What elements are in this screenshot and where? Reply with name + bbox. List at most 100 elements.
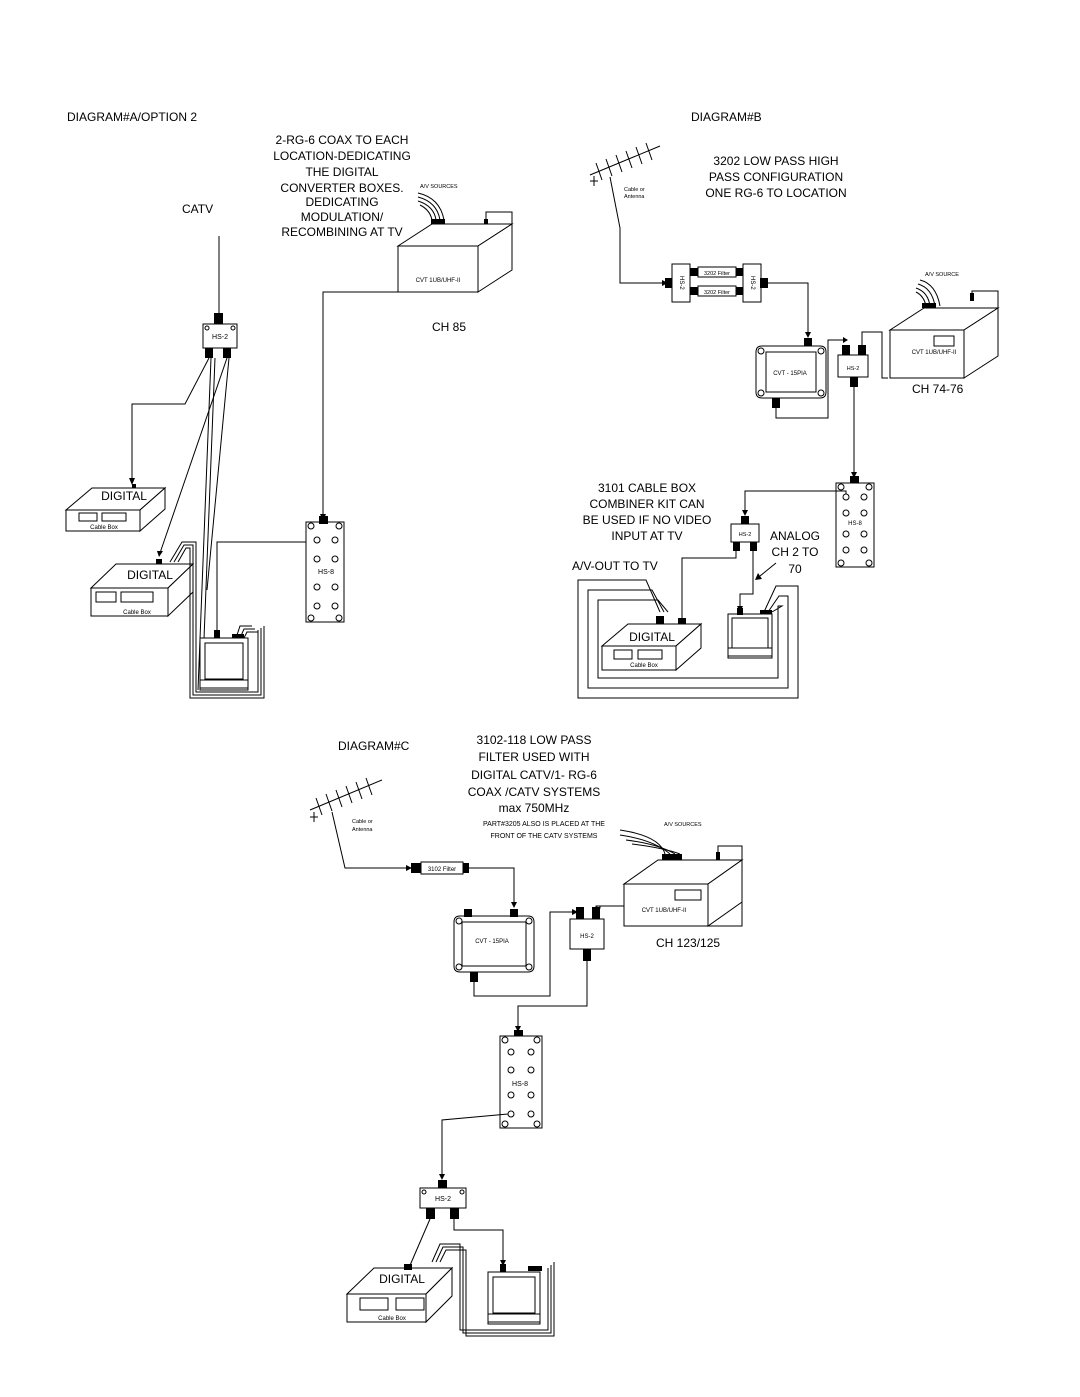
av-cable-bundle — [915, 279, 941, 307]
combiner-note: 3101 CABLE BOX COMBINER KIT CAN BE USED … — [583, 481, 712, 543]
note-line: DEDICATING — [305, 195, 378, 209]
cable-box-c: DIGITAL Cable Box — [345, 1264, 454, 1324]
diagram-a-note: 2-RG-6 COAX TO EACH LOCATION-DEDICATING … — [273, 133, 411, 239]
multiswitch-label: HS-8 — [512, 1081, 528, 1088]
av-source-label: A/V SOURCE — [925, 272, 959, 278]
note-line: COMBINER KIT CAN — [589, 497, 704, 511]
cable-box-1: DIGITAL Cable Box — [64, 484, 167, 533]
splitter-label: HS-2 — [212, 334, 228, 341]
amp-label: CVT - 15PIA — [773, 371, 807, 377]
note-line: 3202 LOW PASS HIGH — [713, 154, 838, 168]
av-cable-bundle — [619, 829, 681, 855]
note-line: PASS CONFIGURATION — [709, 170, 843, 184]
note-line: max 750MHz — [499, 801, 570, 815]
filter-3102: 3102 Filter — [411, 861, 469, 875]
channel-label: CH 74-76 — [912, 382, 964, 396]
box-label: DIGITAL — [379, 1272, 425, 1286]
splitter-hs2-tv-b: HS-2 — [730, 516, 760, 551]
filter-3202-pair: 3202 Filter 3202 Filter — [697, 266, 737, 297]
multiswitch-hs8-c: HS-8 — [499, 1030, 543, 1129]
splitter-hs2-right: HS-2 — [736, 263, 768, 303]
note-line: INPUT AT TV — [611, 529, 682, 543]
modulator-cvt-1ub-b: CVT 1UB/UHF-II — [888, 293, 1000, 379]
modulator-cvt-1ub-c: CVT 1UB/UHF-II — [622, 852, 744, 927]
splitter-label: HS-2 — [749, 276, 755, 290]
box-label: DIGITAL — [101, 489, 147, 503]
splitter-label: HS-2 — [580, 934, 594, 940]
note-line: PART#3205 ALSO IS PLACED AT THE — [483, 821, 605, 828]
antenna-label: Cable or — [352, 819, 373, 825]
modulator-label: CVT 1UB/UHF-II — [416, 278, 461, 284]
multiswitch-hs8-b: HS-8 — [835, 476, 875, 568]
note-line: FILTER USED WITH — [478, 750, 589, 764]
splitter-hs2-c: HS-2 — [569, 907, 605, 961]
note-line: 70 — [788, 562, 802, 576]
splitter-hs2: HS-2 — [202, 313, 238, 358]
amplifier-cvt-15pia-c: CVT - 15PIA — [453, 909, 535, 982]
modulator-label: CVT 1UB/UHF-II — [912, 350, 957, 356]
note-line: ONE RG-6 TO LOCATION — [705, 186, 846, 200]
modulator-cvt-1ub: CVT 1UB/UHF-II — [396, 219, 514, 293]
modulator-label: CVT 1UB/UHF-II — [642, 908, 687, 914]
television-a — [199, 625, 258, 691]
av-sources-label: A/V SOURCES — [664, 822, 702, 828]
filter-label: 3102 Filter — [428, 867, 456, 873]
box-sub-label: Cable Box — [378, 1316, 406, 1322]
note-line: DIGITAL CATV/1- RG-6 — [471, 768, 597, 782]
splitter-label: HS-2 — [739, 532, 752, 538]
note-line: FRONT OF THE CATV SYSTEMS — [491, 833, 598, 840]
diagram-b-title: DIAGRAM#B — [691, 110, 762, 124]
diagram-c-note: 3102-118 LOW PASS FILTER USED WITH DIGIT… — [468, 733, 600, 815]
multiswitch-label: HS-8 — [848, 521, 862, 527]
amp-label: CVT - 15PIA — [475, 939, 509, 945]
av-out-label: A/V-OUT TO TV — [572, 559, 658, 573]
splitter-hs2-tv-c: HS-2 — [419, 1180, 467, 1219]
note-line: CH 2 TO — [772, 545, 819, 559]
note-line: LOCATION-DEDICATING — [273, 149, 411, 163]
note-line: BE USED IF NO VIDEO — [583, 513, 712, 527]
note-line: 3101 CABLE BOX — [598, 481, 696, 495]
diagram-c-small-note: PART#3205 ALSO IS PLACED AT THE FRONT OF… — [483, 821, 605, 840]
diagram-a: DIAGRAM#A/OPTION 2 2-RG-6 COAX TO EACH L… — [64, 110, 514, 699]
box-sub-label: Cable Box — [123, 610, 151, 616]
antenna-b-icon — [589, 142, 661, 186]
diagram-c: DIAGRAM#C 3102-118 LOW PASS FILTER USED … — [309, 733, 744, 1337]
antenna-c-icon — [309, 777, 383, 822]
av-sources-label: A/V SOURCES — [420, 184, 458, 190]
note-line: 2-RG-6 COAX TO EACH — [276, 133, 409, 147]
cable-box-b: DIGITAL Cable Box — [600, 616, 703, 672]
note-line: 3102-118 LOW PASS — [477, 733, 592, 747]
television-b — [727, 608, 773, 659]
splitter-hs2-b: HS-2 — [837, 345, 869, 387]
note-line: ANALOG — [770, 529, 820, 543]
catv-label: CATV — [182, 202, 213, 216]
cable-box-2: DIGITAL Cable Box — [89, 559, 195, 618]
note-line: THE DIGITAL — [305, 165, 378, 179]
diagram-b: DIAGRAM#B 3202 LOW PASS HIGH PASS CONFIG… — [572, 110, 1000, 699]
antenna-label: Cable or — [624, 187, 645, 193]
box-label: DIGITAL — [127, 568, 173, 582]
multiswitch-label: HS-8 — [318, 569, 334, 576]
box-sub-label: Cable Box — [90, 525, 118, 531]
filter-label: 3202 Filter — [704, 290, 730, 296]
multiswitch-hs8-a: HS-8 — [305, 516, 345, 623]
diagram-b-note: 3202 LOW PASS HIGH PASS CONFIGURATION ON… — [705, 154, 846, 200]
splitter-label: HS-2 — [678, 276, 684, 290]
splitter-label: HS-2 — [435, 1196, 451, 1203]
box-label: DIGITAL — [629, 630, 675, 644]
channel-label: CH 123/125 — [656, 936, 720, 950]
box-sub-label: Cable Box — [630, 663, 658, 669]
note-line: COAX /CATV SYSTEMS — [468, 785, 600, 799]
analog-note: ANALOG CH 2 TO 70 — [770, 529, 820, 576]
note-line: RECOMBINING AT TV — [281, 225, 402, 239]
antenna-label: Antenna — [352, 827, 373, 833]
antenna-label: Antenna — [624, 194, 645, 200]
diagram-c-title: DIAGRAM#C — [338, 739, 410, 753]
television-c — [487, 1264, 542, 1325]
splitter-label: HS-2 — [847, 366, 860, 372]
note-line: CONVERTER BOXES. — [280, 181, 403, 195]
channel-label: CH 85 — [432, 320, 466, 334]
amplifier-cvt-15pia-b: CVT - 15PIA — [755, 338, 827, 408]
